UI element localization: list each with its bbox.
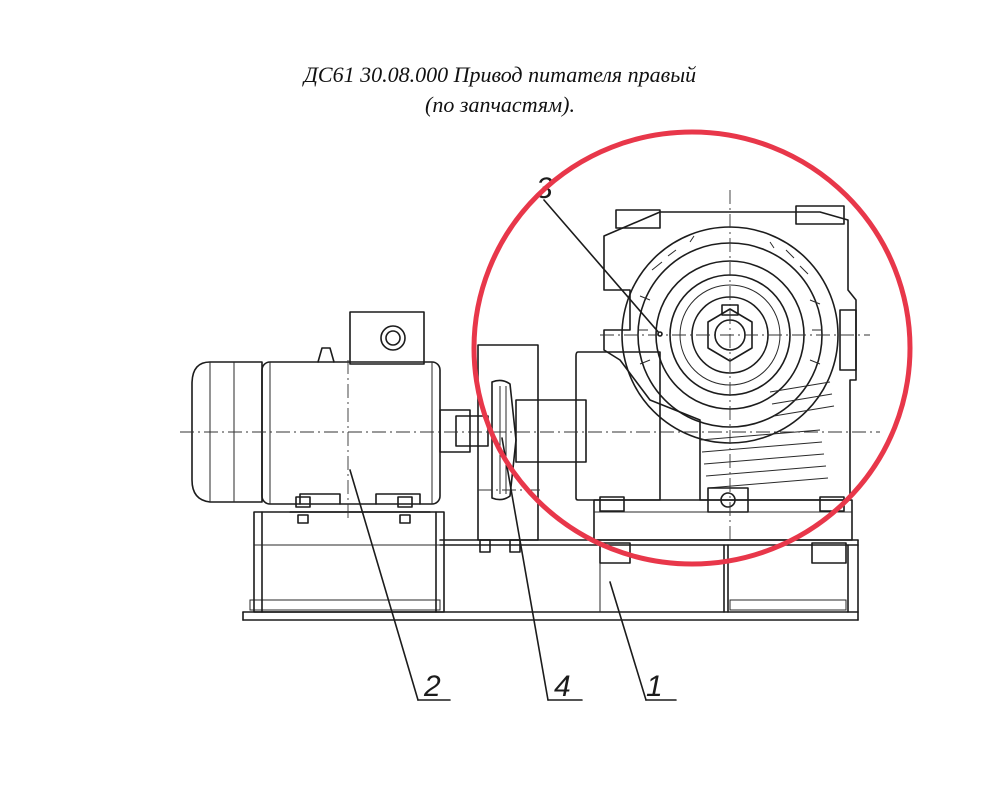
callout-4-label: 4: [554, 670, 571, 703]
coupling: [477, 344, 587, 541]
callout-2-label: 2: [423, 670, 441, 703]
callout-1-label: 1: [646, 670, 663, 703]
bolt: [295, 496, 847, 564]
callout-leaders: [349, 199, 677, 701]
highlight-circle: [471, 129, 913, 567]
center-lines: [180, 190, 880, 540]
motor-subframe: [253, 511, 445, 613]
drawing-title: ДС61 30.08.000 Привод питателя правый: [303, 62, 697, 87]
fastener-bolts: [295, 496, 847, 564]
drawing-subtitle: (по запчастям).: [425, 92, 575, 117]
worm-gearbox: [575, 205, 857, 541]
electric-motor: [191, 311, 489, 513]
